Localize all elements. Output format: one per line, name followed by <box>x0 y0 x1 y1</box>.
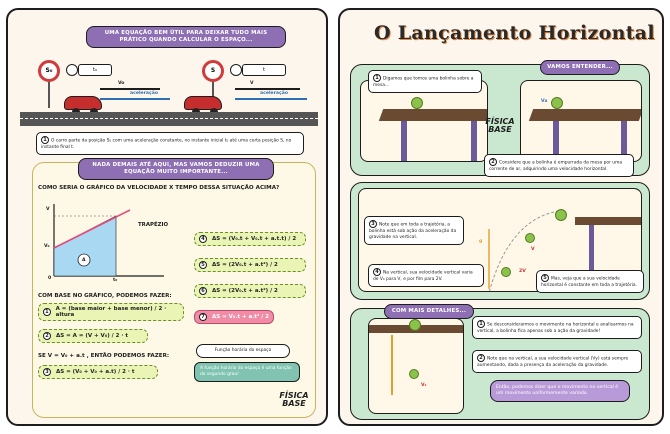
table-scene-1 <box>360 80 488 162</box>
graph-t0: t₀ <box>113 278 118 283</box>
road-scene: S₀ t₀ S t Vo aceleração V aceleração <box>20 54 318 130</box>
accel-label: aceleração <box>130 91 158 96</box>
ball-icon <box>409 369 419 379</box>
fisica-base-logo: FÍSICA BASE <box>279 391 309 408</box>
graph-question: COMO SERIA O GRÁFICO DA VELOCIDADE X TEM… <box>38 185 280 191</box>
accel-label: aceleração <box>260 91 288 96</box>
v-label: V <box>250 81 254 86</box>
table-scene-2: Vx <box>520 80 642 162</box>
position-sign-s0: S₀ <box>38 60 60 82</box>
ball-icon <box>555 209 567 221</box>
time-box-t0: t₀ <box>78 64 112 76</box>
graph-v0: V₀ <box>44 244 50 249</box>
v-label: V <box>531 247 535 252</box>
fisica-base-logo: FÍSICA BASE <box>485 117 515 134</box>
vertical-scene: V₁ <box>368 318 464 414</box>
ball-icon <box>525 233 535 243</box>
v1-label: V₁ <box>421 383 427 388</box>
hour-function-label: Função horária do espaço <box>196 344 290 358</box>
uniformly-varied-note: Então, podemos dizer que o movimento na … <box>490 380 630 402</box>
car-icon <box>64 96 102 110</box>
2v-label: 2V <box>519 269 526 274</box>
tag-more-details: COM MAIS DETALHES... <box>384 304 474 319</box>
ball-icon <box>551 97 563 109</box>
g-label: g <box>479 239 483 244</box>
tag-lets-understand: VAMOS ENTENDER... <box>540 60 620 75</box>
clock-icon <box>66 64 78 76</box>
ball-icon <box>501 267 511 277</box>
graph-v: V <box>46 207 50 212</box>
base-text: COM BASE NO GRÁFICO, PODEMOS FAZER: <box>38 293 172 299</box>
condition-text: SE V = V₀ + a.t , ENTÃO PODEMOS FAZER: <box>38 353 170 359</box>
page-title: O Lançamento Horizontal <box>374 22 655 44</box>
time-box-t: t <box>242 64 286 76</box>
graph-zero: 0 <box>48 276 52 281</box>
right-page: O Lançamento Horizontal VAMOS ENTENDER..… <box>338 8 664 426</box>
velocity-time-graph <box>53 204 164 277</box>
step-number-1: 1 <box>41 136 49 144</box>
car-icon <box>184 96 222 110</box>
v0-label: Vo <box>118 81 125 86</box>
banner-deduce: NADA DEMAIS ATÉ AQUI, MAS VAMOS DEDUZIR … <box>78 158 274 180</box>
road <box>20 112 318 126</box>
left-page: UMA EQUAÇÃO BEM ÚTIL PARA DEIXAR TUDO MA… <box>6 8 328 426</box>
ball-icon <box>411 97 423 109</box>
position-sign-s: S <box>202 60 224 82</box>
trapezoid-label: TRAPÉZIO <box>138 222 169 228</box>
ball-icon <box>409 319 421 331</box>
second-degree-note: A função horária do espaço é uma função … <box>194 362 300 382</box>
banner-useful-equation: UMA EQUAÇÃO BEM ÚTIL PARA DEIXAR TUDO MA… <box>86 26 286 48</box>
graph-area: A <box>82 258 86 263</box>
vx-label: Vx <box>541 99 548 104</box>
clock-icon <box>230 64 242 76</box>
